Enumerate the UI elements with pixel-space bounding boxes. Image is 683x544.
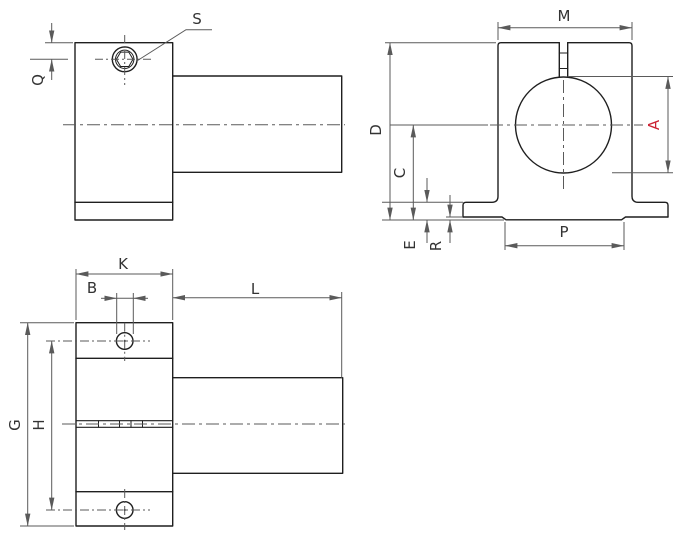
dim-label-e: E — [401, 240, 419, 249]
dim-label-c: C — [391, 168, 409, 178]
dim-label-s: S — [192, 10, 202, 28]
bottom-body-outline — [75, 322, 174, 527]
bottom-view: K B L G H — [6, 255, 345, 530]
dim-label-g: G — [6, 419, 24, 431]
front-base-bottom — [462, 216, 669, 221]
dim-label-h: H — [30, 419, 48, 430]
side-shaft — [172, 75, 343, 173]
dim-label-r: R — [427, 241, 445, 251]
dim-label-a-accent: A — [645, 119, 663, 130]
dim-label-m: M — [558, 7, 571, 25]
dim-label-q: Q — [29, 74, 47, 86]
dim-label-p: P — [559, 223, 568, 241]
bottom-shaft — [172, 377, 344, 474]
front-body-left-profile — [462, 42, 560, 218]
dim-label-k: K — [118, 255, 129, 273]
label-s-leader — [135, 29, 212, 62]
front-body-right-profile — [567, 42, 669, 218]
side-view: S Q — [29, 10, 345, 221]
dim-label-d: D — [367, 124, 385, 136]
dim-label-l: L — [251, 280, 260, 298]
front-view: M D C E R P A — [367, 7, 673, 251]
dim-label-b: B — [87, 279, 97, 297]
side-body-outline — [74, 42, 174, 221]
